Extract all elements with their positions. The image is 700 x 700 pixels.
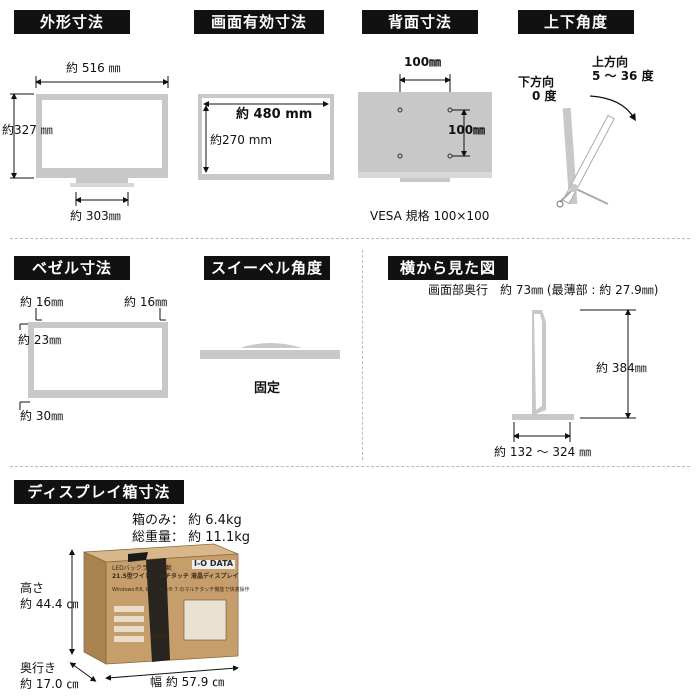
outer-stand-label: 約 303㎜ <box>70 209 121 223</box>
vesa-label: VESA 規格 100×100 <box>370 209 490 223</box>
bezel-diagram <box>19 308 168 410</box>
tilt-up-label: 上方向 <box>592 55 629 69</box>
box-print-line1: LEDバックライト搭載 <box>112 565 172 572</box>
box-weight-total: 総重量： 約 11.1kg <box>132 530 250 545</box>
header-bezel-dimensions: ベゼル寸法 <box>14 256 130 280</box>
side-base-label: 約 132 ～ 324 ㎜ <box>494 445 592 459</box>
header-outer-dimensions: 外形寸法 <box>14 10 130 34</box>
box-diagram <box>69 543 239 682</box>
box-brand-print: I-O DATA <box>192 559 236 569</box>
box-weight-only: 箱のみ： 約 6.4kg <box>132 513 242 528</box>
tilt-down-value: 0 度 <box>532 89 557 103</box>
outer-height-label: 約327 ㎜ <box>2 123 53 137</box>
screen-area-diagram <box>198 94 334 180</box>
tilt-down-label: 下方向 <box>518 75 555 89</box>
bezel-side-label: 約 23㎜ <box>18 333 62 347</box>
box-depth-value: 約 17.0 ㎝ <box>20 677 79 691</box>
bezel-bottom-label: 約 30㎜ <box>20 409 64 423</box>
box-print-logo: HDMI <box>150 633 169 640</box>
back-v-pitch-label: 100㎜ <box>448 123 486 137</box>
header-box-dimensions: ディスプレイ箱寸法 <box>14 480 184 504</box>
outer-width-label: 約 516 ㎜ <box>66 61 121 75</box>
separator-row1 <box>10 238 690 239</box>
side-depth-label: 画面部奥行 約 73㎜ (最薄部 : 約 27.9㎜) <box>428 283 659 297</box>
bezel-left-top-label: 約 16㎜ <box>20 295 64 309</box>
back-h-pitch-label: 100㎜ <box>404 55 442 69</box>
box-height-value: 約 44.4 ㎝ <box>20 597 79 611</box>
header-tilt-angle: 上下角度 <box>518 10 634 34</box>
swivel-fixed-label: 固定 <box>254 381 281 396</box>
side-view-diagram <box>512 309 636 442</box>
back-view-diagram <box>358 74 492 182</box>
box-height-label: 高さ <box>20 581 45 595</box>
box-print-line2: 21.5型ワイド マルチタッチ 液晶ディスプレイ <box>112 573 239 580</box>
box-print-line3: Windows®8, Windows® 7 のマルチタッチ機能で快適操作 <box>112 587 250 593</box>
separator-row2 <box>10 466 690 467</box>
header-back-dimensions: 背面寸法 <box>362 10 478 34</box>
tilt-up-range: 5 ～ 36 度 <box>592 69 654 83</box>
box-width-label: 幅 約 57.9 ㎝ <box>150 675 225 689</box>
separator-vertical <box>362 250 363 460</box>
screen-height-label: 約270 mm <box>210 133 273 147</box>
screen-width-label: 約 480 mm <box>236 107 313 122</box>
swivel-diagram <box>200 343 340 359</box>
tilt-diagram <box>556 95 636 208</box>
outer-monitor-diagram <box>10 76 169 206</box>
bezel-right-top-label: 約 16㎜ <box>124 295 168 309</box>
header-screen-dimensions: 画面有効寸法 <box>194 10 324 34</box>
header-swivel-angle: スイーベル角度 <box>204 256 330 280</box>
box-depth-label: 奥行き <box>20 661 57 675</box>
header-side-view: 横から見た図 <box>388 256 508 280</box>
side-height-label: 約 384㎜ <box>596 361 647 375</box>
